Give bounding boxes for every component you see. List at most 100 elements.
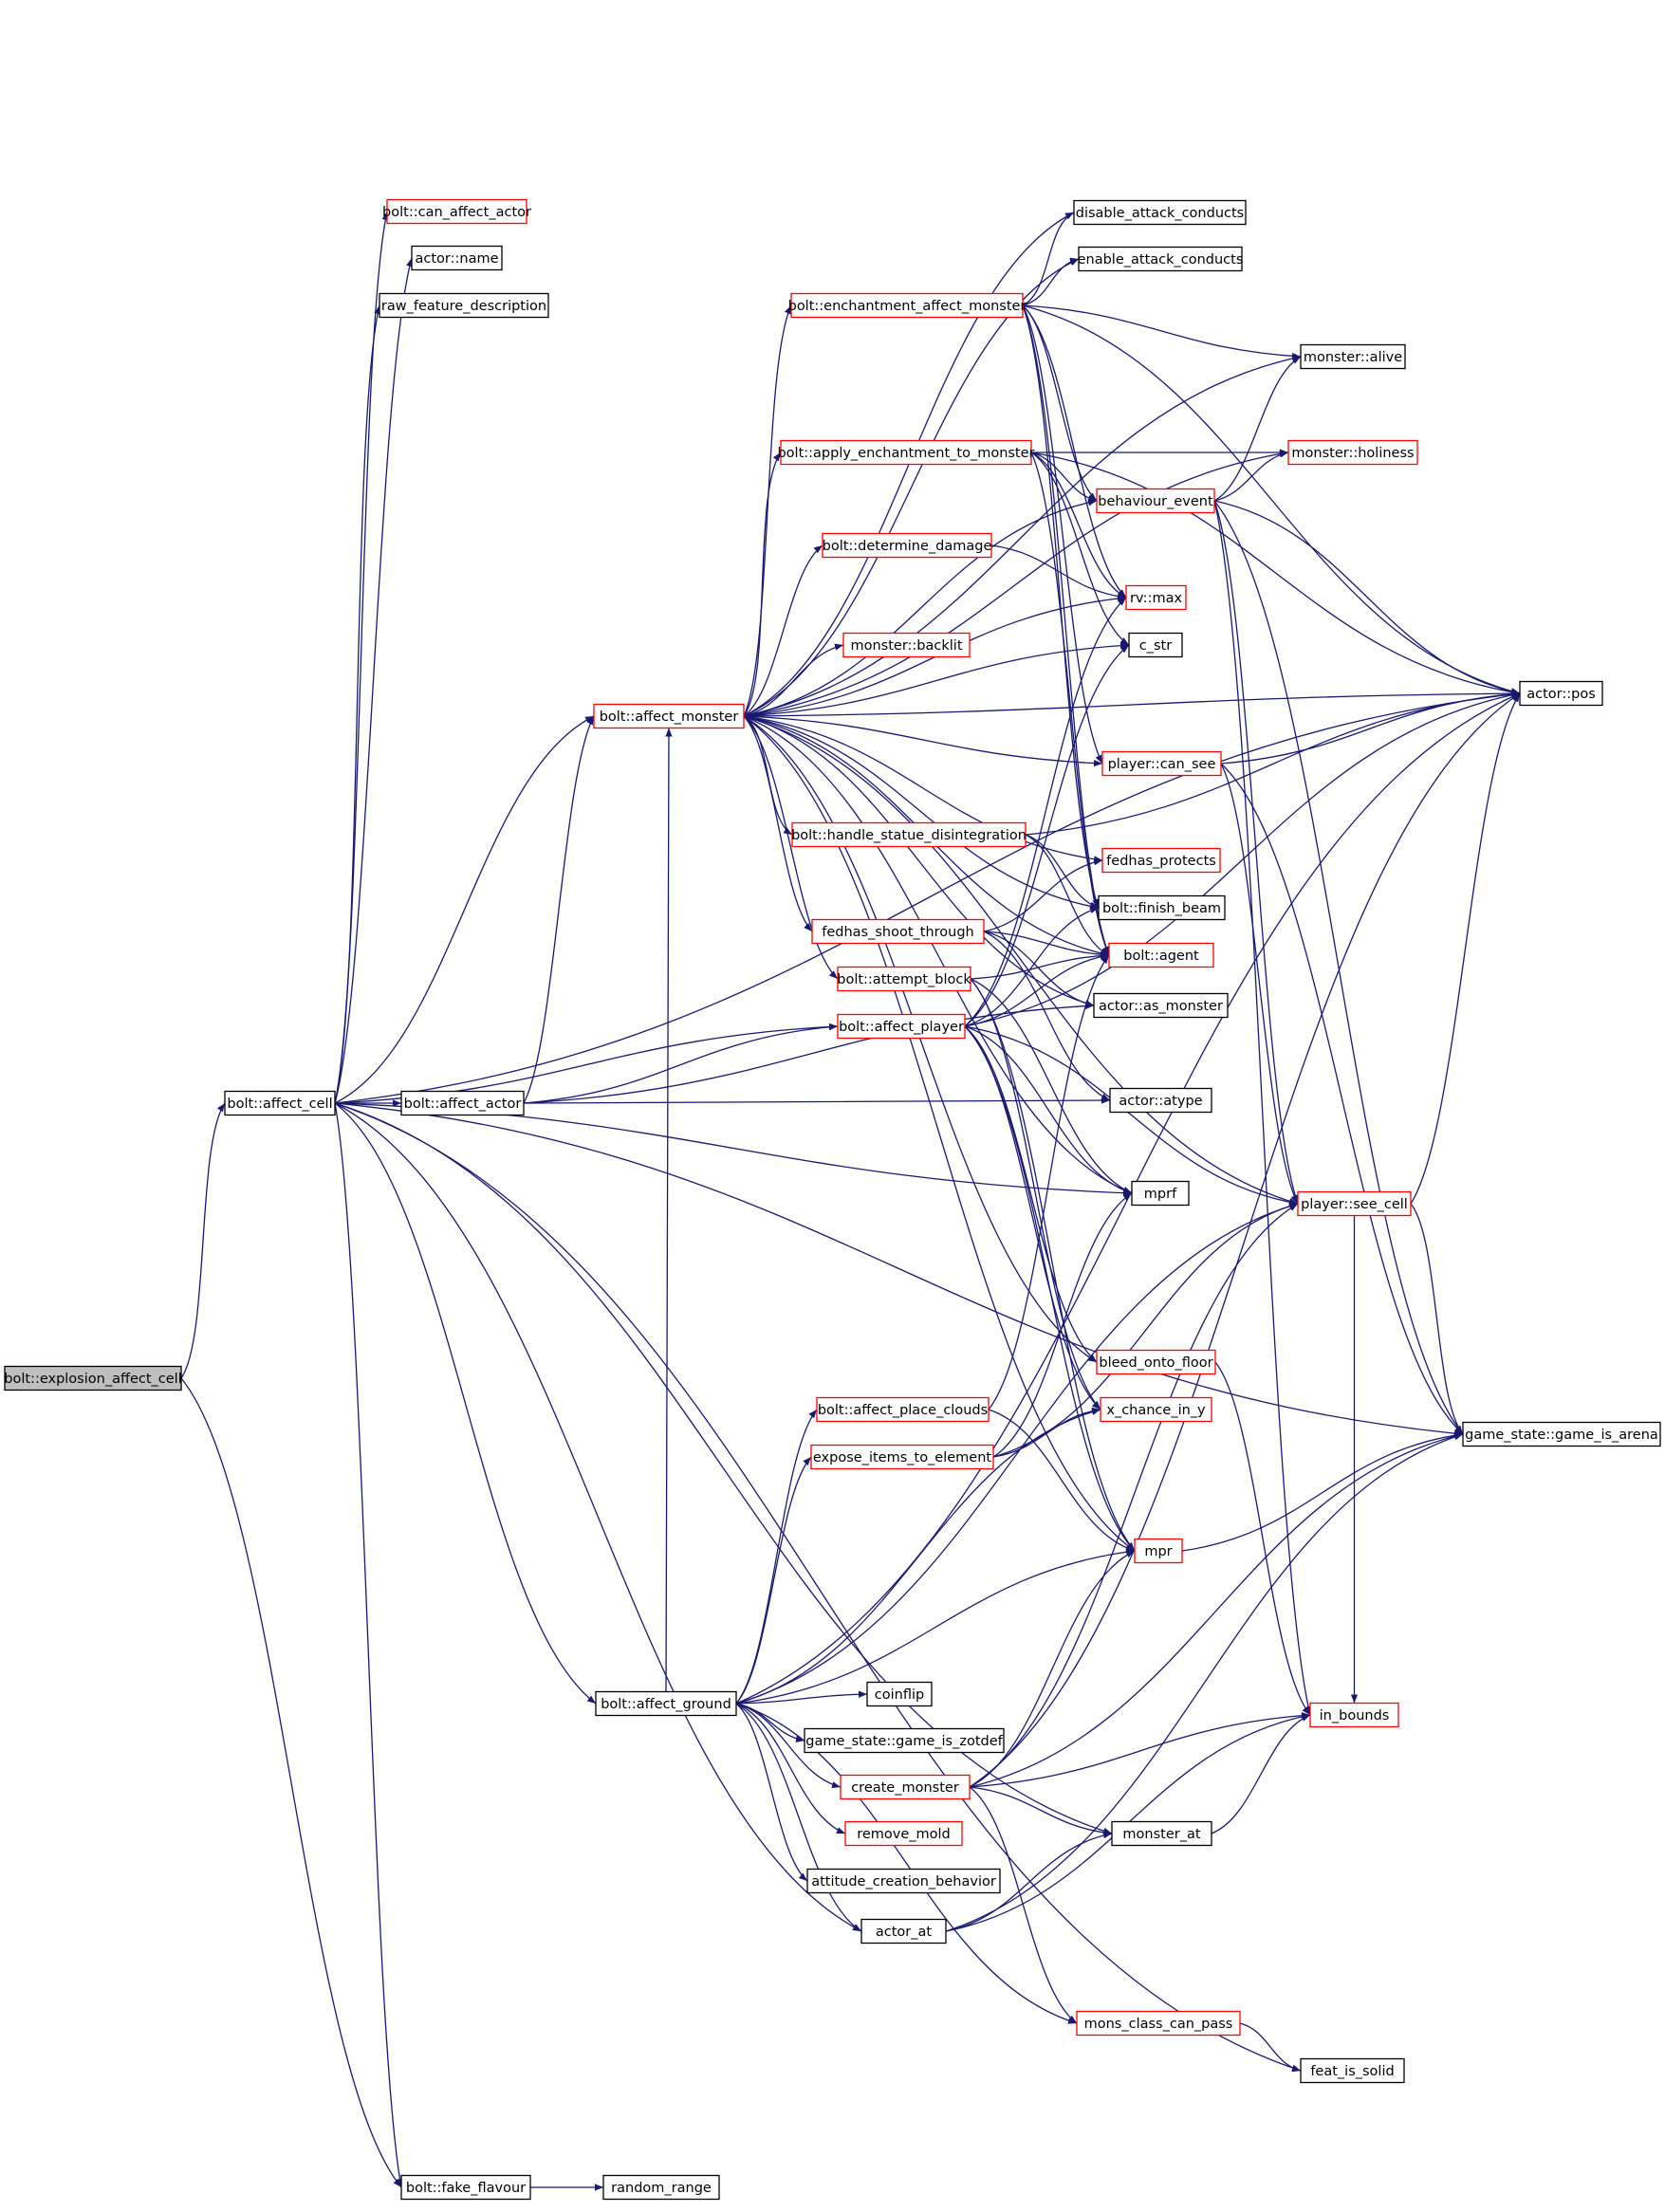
edge-affect_ground-to-create_monster [735, 1703, 842, 1789]
node-actor-pos[interactable]: actor::pos [1519, 680, 1603, 707]
node-rv-max[interactable]: rv::max [1125, 584, 1187, 611]
node-in-bounds[interactable]: in_bounds [1309, 1702, 1399, 1728]
node-remove-mold[interactable]: remove_mold [844, 1820, 963, 1847]
node-create-monster[interactable]: create_monster [840, 1774, 971, 1800]
node-box [1096, 488, 1215, 514]
edge-enchantment_affect_monster-to-player_can_see [1022, 304, 1103, 765]
node-label: bolt::enchantment_affect_monster [788, 299, 1027, 314]
edge-affect_ground-to-actor_at [735, 1703, 862, 1932]
edge-affect_monster-to-fedhas_protects [743, 715, 1103, 863]
node-box [1287, 439, 1418, 466]
node-box [1300, 343, 1406, 370]
edge-affect_cell-to-fake_flavour [334, 1102, 403, 2188]
node-explosion-affect-cell[interactable]: bolt::explosion_affect_cell [4, 1365, 182, 1392]
node-monster-alive[interactable]: monster::alive [1300, 343, 1406, 370]
node-box [379, 292, 549, 319]
node-monster-at[interactable]: monster_at [1111, 1820, 1212, 1847]
edge-player_see_cell-to-actor_pos [1410, 692, 1521, 1205]
node-affect-actor[interactable]: bolt::affect_actor [400, 1090, 525, 1116]
edge-player_see_cell-to-game_is_arena [1410, 1203, 1464, 1435]
node-box [1101, 750, 1222, 777]
node-box [806, 1868, 1001, 1894]
edge-create_monster-to-monster_at [969, 1786, 1113, 1836]
node-raw-feature-description[interactable]: raw_feature_description [379, 292, 549, 319]
node-mons-class-can-pass[interactable]: mons_class_can_pass [1076, 2010, 1241, 2037]
edge-affect_actor-to-affect_player [523, 1023, 839, 1104]
node-label: bolt::agent [1123, 949, 1199, 964]
node-label: attitude_creation_behavior [811, 1874, 996, 1889]
edge-create_monster-to-in_bounds [969, 1712, 1311, 1788]
node-c-str[interactable]: c_str [1128, 632, 1183, 658]
node-fake-flavour[interactable]: bolt::fake_flavour [400, 2174, 531, 2201]
node-affect-ground[interactable]: bolt::affect_ground [595, 1690, 737, 1717]
node-can-affect-actor[interactable]: bolt::can_affect_actor [382, 198, 531, 225]
node-handle-statue-disintegration[interactable]: bolt::handle_statue_disintegration [791, 821, 1027, 848]
node-random-range[interactable]: random_range [602, 2174, 720, 2201]
edge-affect_monster-to-player_see_cell [743, 715, 1299, 1205]
node-affect-cell[interactable]: bolt::affect_cell [224, 1090, 336, 1116]
node-fedhas-shoot-through[interactable]: fedhas_shoot_through [811, 918, 985, 945]
node-box [224, 1090, 336, 1116]
node-disable-attack-conducts[interactable]: disable_attack_conducts [1073, 199, 1247, 226]
node-box [1297, 1190, 1412, 1217]
edge-affect_player-to-actor_pos [964, 691, 1521, 1027]
node-game-is-arena[interactable]: game_state::game_is_arena [1462, 1421, 1661, 1447]
node-actor-at[interactable]: actor_at [860, 1918, 947, 1945]
node-apply-enchantment-to-monster[interactable]: bolt::apply_enchantment_to_monster [777, 439, 1035, 466]
edge-affect_cell-to-actor_at [334, 1102, 862, 1932]
node-x-chance-in-y[interactable]: x_chance_in_y [1100, 1396, 1212, 1423]
node-box [780, 439, 1032, 466]
node-feat-is-solid[interactable]: feat_is_solid [1300, 2057, 1405, 2084]
node-label: bolt::affect_cell [227, 1097, 332, 1112]
node-affect-place-clouds[interactable]: bolt::affect_place_clouds [816, 1396, 990, 1423]
node-determine-damage[interactable]: bolt::determine_damage [822, 532, 992, 559]
node-attempt-block[interactable]: bolt::attempt_block [837, 966, 971, 992]
node-box [842, 632, 971, 658]
edge-affect_monster-to-determine_damage [743, 544, 823, 717]
node-label: monster::backlit [850, 638, 962, 654]
node-label: bleed_onto_floor [1099, 1355, 1212, 1371]
node-behaviour-event[interactable]: behaviour_event [1096, 488, 1215, 514]
node-fedhas-protects[interactable]: fedhas_protects [1101, 847, 1221, 874]
node-coinflip[interactable]: coinflip [866, 1681, 933, 1707]
node-expose-items-to-element[interactable]: expose_items_to_element [810, 1444, 994, 1470]
node-enchantment-affect-monster[interactable]: bolt::enchantment_affect_monster [788, 292, 1027, 319]
node-actor-as-monster[interactable]: actor::as_monster [1093, 992, 1229, 1019]
node-affect-monster[interactable]: bolt::affect_monster [593, 703, 745, 729]
node-enable-attack-conducts[interactable]: enable_attack_conducts [1078, 246, 1244, 272]
node-player-can-see[interactable]: player::can_see [1101, 750, 1222, 777]
edge-fedhas_shoot_through-to-bolt_agent [983, 931, 1110, 959]
node-affect-player[interactable]: bolt::affect_player [837, 1013, 966, 1040]
node-player-see-cell[interactable]: player::see_cell [1297, 1190, 1412, 1217]
node-bleed-onto-floor[interactable]: bleed_onto_floor [1096, 1349, 1216, 1375]
node-label: create_monster [851, 1780, 959, 1796]
node-actor-atype[interactable]: actor::atype [1109, 1087, 1212, 1114]
node-box [811, 918, 985, 945]
edge-behaviour_event-to-player_see_cell [1213, 500, 1299, 1205]
edge-affect_ground-to-game_is_zotdef [735, 1703, 805, 1742]
node-game-is-zotdef[interactable]: game_state::game_is_zotdef [804, 1727, 1005, 1754]
edge-behaviour_event-to-monster_alive [1213, 356, 1302, 502]
edge-create_monster-to-mons_class_can_pass [969, 1786, 1078, 2024]
node-monster-backlit[interactable]: monster::backlit [842, 632, 971, 658]
edge-affect_ground-to-mpr [735, 1548, 1136, 1705]
edge-fedhas_shoot_through-to-fedhas_protects [983, 858, 1103, 932]
node-finish-beam[interactable]: bolt::finish_beam [1098, 894, 1226, 921]
node-box [1111, 1820, 1212, 1847]
node-label: actor_at [876, 1925, 933, 1940]
edge-affect_monster-to-c_str [743, 641, 1130, 717]
node-box [1100, 1396, 1212, 1423]
node-actor-name[interactable]: actor::name [411, 245, 503, 271]
node-mprf[interactable]: mprf [1131, 1180, 1190, 1207]
node-box [595, 1690, 737, 1717]
nodes-layer: bolt::explosion_affect_cellbolt::affect_… [4, 198, 1661, 2201]
node-box [593, 703, 745, 729]
edge-explosion_affect_cell-to-fake_flavour [180, 1377, 402, 2188]
node-mpr[interactable]: mpr [1134, 1538, 1183, 1564]
node-attitude-creation-behavior[interactable]: attitude_creation_behavior [806, 1868, 1001, 1894]
node-monster-holiness[interactable]: monster::holiness [1287, 439, 1418, 466]
node-label: enable_attack_conducts [1078, 252, 1244, 267]
node-label: monster_at [1122, 1827, 1200, 1842]
node-bolt-agent[interactable]: bolt::agent [1108, 942, 1214, 968]
edge-affect_ground-to-remove_mold [735, 1703, 846, 1834]
